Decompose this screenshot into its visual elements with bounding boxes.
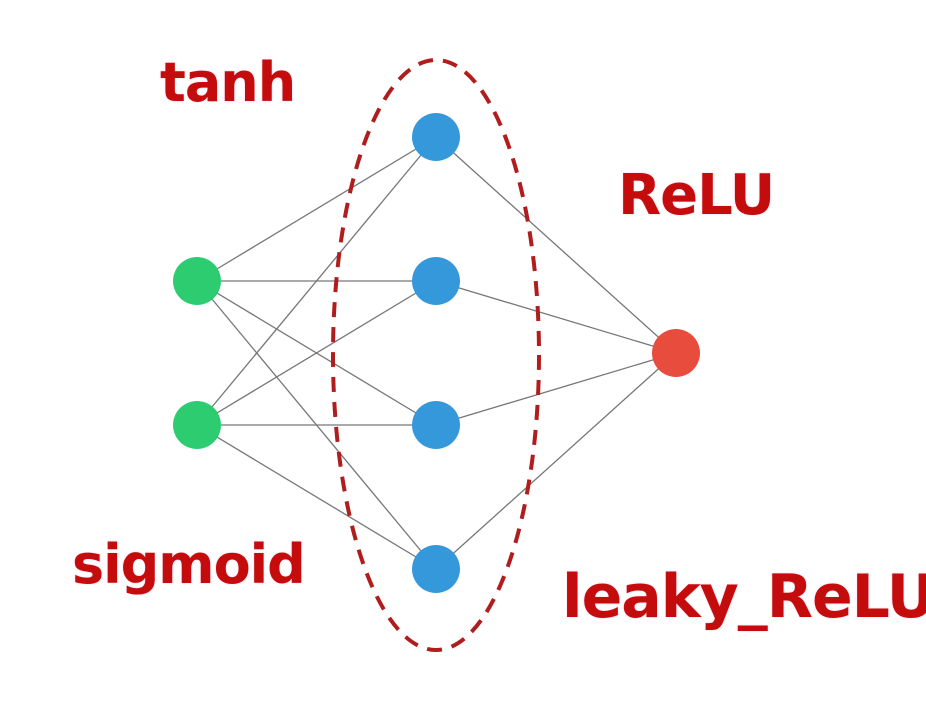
hidden-neuron-2 (412, 257, 460, 305)
connection-l1-3-0 (435, 352, 677, 570)
connections (196, 136, 677, 570)
input-neuron-1 (173, 257, 221, 305)
sigmoid-label: sigmoid (72, 533, 306, 596)
input-neuron-2 (173, 401, 221, 449)
connection-l0-1-3 (196, 424, 437, 570)
connection-l0-0-0 (196, 136, 437, 282)
hidden-neuron-4 (412, 545, 460, 593)
leaky-relu-label: leaky_ReLU (562, 562, 926, 632)
tanh-label: tanh (160, 51, 296, 114)
hidden-neuron-3 (412, 401, 460, 449)
hidden-layer-outline (331, 58, 541, 652)
relu-label: ReLU (618, 163, 775, 228)
connection-l0-1-1 (196, 280, 437, 426)
output-neuron-1 (652, 329, 700, 377)
connection-l0-1-0 (196, 136, 437, 426)
connection-l1-2-0 (435, 352, 677, 426)
hidden-neuron-1 (412, 113, 460, 161)
neurons (173, 113, 700, 593)
connection-l1-0-0 (435, 136, 677, 354)
connection-l1-1-0 (435, 280, 677, 354)
